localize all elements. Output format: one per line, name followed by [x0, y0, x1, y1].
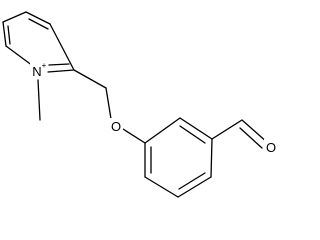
label-background [30, 63, 44, 79]
label-background [109, 118, 123, 134]
ring-bond [177, 176, 212, 198]
ring-bond [49, 23, 75, 71]
ring-double-bond [28, 18, 49, 30]
n-methyl-bond [37, 79, 41, 121]
methylene-bond [73, 69, 107, 89]
ring-bond [5, 45, 34, 67]
ring-bond [210, 138, 213, 178]
ring-bond [179, 117, 213, 140]
carbonyl-bond [241, 119, 269, 144]
benzene-ring [144, 117, 213, 198]
ring-double-bond [7, 25, 11, 45]
ring-bond [2, 21, 7, 47]
ring-bond [47, 69, 75, 73]
methylene-oxygen-bond [105, 87, 112, 120]
aldehyde-carbon-bond [211, 119, 243, 140]
label-background [264, 139, 278, 155]
structure-diagram: N + O O [2, 11, 278, 198]
ether-oxygen-atom: O [109, 118, 123, 134]
ether-oxygen-label: O [111, 119, 121, 134]
positive-charge-label: + [42, 61, 47, 70]
ring-double-bond [48, 63, 70, 66]
carbonyl-oxygen-label: O [266, 140, 276, 155]
nitrogen-label: N [32, 64, 41, 79]
ring-double-bond [179, 125, 206, 144]
nitrogen-atom: N + [30, 61, 47, 79]
ring-double-bond [178, 172, 206, 190]
molecule-canvas: N + O O [2, 11, 278, 198]
oxygen-aryl-bond [122, 128, 146, 144]
carbonyl-double-bond [239, 127, 263, 149]
ring-bond [144, 117, 181, 144]
ring-bond [25, 11, 51, 25]
pyridinium-ring [2, 11, 75, 73]
carbonyl-oxygen-atom: O [264, 139, 278, 155]
ring-bond [2, 11, 27, 23]
ring-bond [144, 176, 179, 198]
